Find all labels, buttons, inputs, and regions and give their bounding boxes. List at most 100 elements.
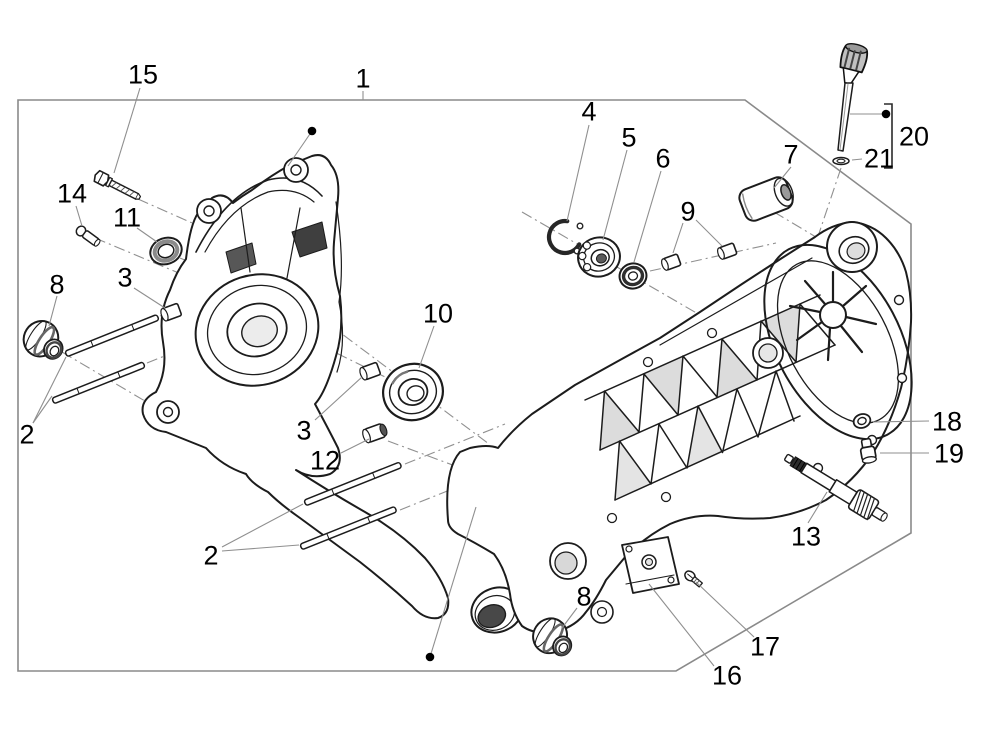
leader-line-11	[136, 227, 158, 243]
oil-seal-11	[149, 236, 183, 266]
seal-ring-6	[618, 262, 648, 290]
callout-3-label: 3	[117, 263, 132, 293]
leader-line-2	[221, 544, 300, 552]
right-case-edge-hole	[660, 491, 672, 503]
right-case-lower-boss	[549, 542, 614, 624]
leader-line-17	[695, 581, 755, 638]
callout-8-label: 8	[576, 582, 591, 612]
left-case-bottom-lug-inner	[162, 406, 174, 418]
callout-9-label: 9	[680, 197, 695, 227]
plug-19	[859, 437, 877, 464]
dowel-9b	[717, 242, 738, 260]
screw-17	[684, 570, 703, 588]
leader-line-13	[807, 491, 828, 524]
ball-bearing-5	[577, 236, 621, 278]
callout-6-label: 6	[655, 144, 670, 174]
pump-shaft-13	[784, 453, 888, 522]
leader-line-14	[75, 205, 83, 227]
callout-12-label: 12	[310, 446, 340, 476]
callout-19-label: 19	[934, 439, 964, 469]
callout-10-label: 10	[423, 299, 453, 329]
leader-line-15	[113, 87, 141, 174]
callout-21-label: 21	[864, 144, 894, 174]
oil-dipstick-20	[837, 43, 869, 152]
stud-2a	[64, 314, 160, 357]
right-case-edge-hole	[706, 327, 718, 339]
leader-line-21	[851, 158, 863, 161]
leader-line-16	[648, 583, 715, 667]
leader-line-18	[872, 420, 930, 423]
plug-cap-12	[362, 423, 388, 444]
right-case-spoked-hub	[788, 270, 878, 362]
stud-2c	[303, 461, 402, 506]
left-case-face-edge	[335, 201, 344, 373]
leader-line-7	[773, 166, 792, 189]
cover-plate-16	[621, 536, 680, 594]
flange-bolt-15	[93, 169, 142, 200]
leader-line-12	[340, 438, 370, 454]
crankcase-half-right	[446, 221, 913, 634]
leader-line-3	[133, 287, 166, 309]
callout-1-label: 1	[355, 64, 370, 94]
left-case-top-arc	[195, 177, 323, 253]
dowel-9a	[661, 253, 682, 271]
bush-3a	[160, 302, 182, 322]
callout-20-label: 20	[899, 122, 929, 152]
leader-line-3	[314, 376, 363, 421]
callout-11-label: 11	[113, 203, 141, 233]
ball-bearing-10	[382, 362, 444, 422]
left-case-crank-bore	[194, 273, 320, 387]
stud-2d	[299, 506, 397, 550]
callout-7-label: 7	[783, 140, 798, 170]
bush-3b	[359, 361, 381, 381]
dipstick-washer-21	[832, 156, 850, 166]
leader-line-9	[672, 222, 684, 254]
washer-18	[852, 413, 872, 429]
right-case-flange	[763, 243, 913, 441]
leader-line-4	[566, 124, 590, 222]
assembly-border-frame	[17, 99, 912, 672]
leader-line-2	[32, 356, 67, 424]
right-case-silhouette	[446, 221, 913, 634]
group-bracket-20	[884, 103, 893, 169]
left-case-lug-hole-inner	[290, 164, 302, 176]
callout-8-label: 8	[49, 270, 64, 300]
dowel-pin-14	[75, 225, 101, 247]
callout-5-label: 5	[621, 123, 636, 153]
left-case-rib	[286, 207, 301, 279]
crankcase-half-left	[141, 154, 524, 634]
leader-line-5	[602, 149, 628, 241]
callout-15-label: 15	[128, 60, 158, 90]
left-case-top-arc-inner	[204, 189, 315, 253]
leader-line-8	[561, 607, 578, 629]
callout-18-label: 18	[932, 407, 962, 437]
dot-leader-line-1	[429, 506, 477, 658]
right-case-edge-hole	[642, 356, 654, 368]
silent-block-8b	[532, 617, 573, 657]
callout-2-label: 2	[203, 541, 218, 571]
left-case-silhouette	[141, 154, 450, 620]
right-case-top-hub	[826, 221, 878, 273]
left-case-window-dark	[291, 221, 328, 258]
leader-line-8	[48, 295, 58, 327]
silent-block-8a	[22, 320, 64, 360]
leader-dot-1	[307, 126, 317, 136]
callout-14-label: 14	[57, 179, 87, 209]
callout-16-label: 16	[712, 661, 742, 691]
callout-4-label: 4	[581, 97, 596, 127]
leader-line-10	[418, 325, 435, 369]
leader-line-6	[633, 170, 662, 263]
right-case-crank-bore	[752, 337, 784, 369]
callout-2-label: 2	[19, 420, 34, 450]
leader-line-9	[695, 219, 723, 247]
callout-3-label: 3	[296, 416, 311, 446]
callout-17-label: 17	[750, 632, 780, 662]
dot-leader-line-1	[287, 130, 313, 167]
callout-13-label: 13	[791, 522, 821, 552]
left-case-rib	[240, 207, 251, 273]
roller-bush-7	[738, 176, 794, 222]
stud-2b	[51, 361, 146, 404]
